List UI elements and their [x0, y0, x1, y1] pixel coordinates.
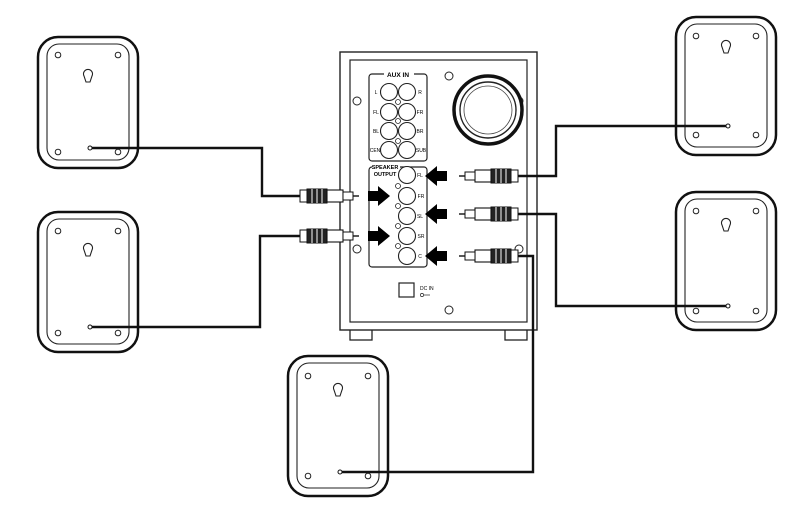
aux-in-panel: AUX IN L R FL FR BL BR CEN SUB: [368, 70, 428, 162]
speaker-screw: [692, 32, 700, 40]
panel-screw: [352, 96, 362, 106]
speaker-screw: [752, 307, 760, 315]
aux-label-sub: SUB: [416, 148, 427, 154]
speaker-screw: [752, 32, 760, 40]
speaker-screw: [304, 372, 312, 380]
aux-label-r: R: [418, 90, 422, 96]
speaker-output-title-2: OUTPUT: [374, 172, 397, 178]
speaker-screw: [54, 51, 62, 59]
panel-screw: [514, 244, 524, 254]
speaker-screw: [54, 329, 62, 337]
speaker-screw: [54, 148, 62, 156]
aux-label-cen: CEN: [370, 148, 381, 154]
dc-polarity-icon: [420, 293, 424, 297]
rca-plug-rear-right: [459, 206, 519, 222]
cable-rear-left: [90, 234, 300, 329]
aux-label-br: BR: [417, 129, 424, 135]
rca-plug-rear-left: [299, 228, 359, 244]
output-jack-fr: [397, 186, 417, 206]
arrow-right-icon: [368, 226, 390, 246]
aux-label-fl: FL: [373, 110, 379, 116]
aux-jack-sub: [397, 140, 417, 160]
aux-jack-l: [379, 82, 399, 102]
rca-plug-front-right: [459, 168, 519, 184]
speaker-screw: [752, 131, 760, 139]
aux-jack-cen: [379, 140, 399, 160]
aux-jack-br: [397, 121, 417, 141]
dc-in-port: DC IN: [398, 282, 434, 298]
keyhole-mount-icon: [720, 39, 732, 54]
aux-label-l: L: [375, 90, 378, 96]
aux-jack-r: [397, 82, 417, 102]
speaker-rear-left: [36, 210, 140, 354]
output-jack-sr: [397, 226, 417, 246]
output-label-sr: SR: [418, 234, 425, 240]
aux-label-bl: BL: [373, 129, 379, 135]
output-label-fr: FR: [418, 194, 425, 200]
speaker-screw: [752, 207, 760, 215]
rca-plug-front-left: [299, 188, 359, 204]
aux-jack-fl: [379, 102, 399, 122]
speaker-screw: [114, 329, 122, 337]
keyhole-mount-icon: [720, 217, 732, 232]
arrow-left-icon: [425, 204, 447, 224]
arrow-left-icon: [425, 166, 447, 186]
aux-in-title: AUX IN: [387, 72, 409, 79]
output-label-sl: SL: [417, 214, 423, 220]
output-label-fl: FL: [417, 173, 423, 179]
cable-center: [340, 254, 535, 474]
arrow-left-icon: [425, 246, 447, 266]
speaker-output-panel: SPEAKER OUTPUT FL FR SL SR C: [368, 162, 428, 268]
speaker-screw: [114, 51, 122, 59]
output-jack-sl: [397, 206, 417, 226]
bass-port-inner: [463, 85, 513, 135]
speaker-center: [286, 354, 390, 498]
speaker-screw: [692, 131, 700, 139]
speaker-screw: [114, 227, 122, 235]
aux-jack-fr: [397, 102, 417, 122]
output-jack-fl: [397, 165, 417, 185]
cable-rear-right: [518, 212, 728, 308]
speaker-screw: [692, 207, 700, 215]
cable-front-left: [90, 146, 300, 198]
speaker-front-right: [674, 15, 778, 157]
keyhole-mount-icon: [82, 242, 94, 257]
keyhole-mount-icon: [82, 68, 94, 83]
panel-screw: [352, 244, 362, 254]
keyhole-mount-icon: [332, 382, 344, 397]
subwoofer-unit: AUX IN L R FL FR BL BR CEN SUB SPEAKER: [339, 51, 538, 341]
dc-in-label: DC IN: [420, 286, 434, 292]
speaker-front-left: [36, 35, 140, 170]
speaker-output-title-1: SPEAKER: [372, 165, 399, 171]
output-jack-c: [397, 246, 417, 266]
speaker-rear-right: [674, 190, 778, 332]
panel-screw: [444, 71, 454, 81]
arrow-right-icon: [368, 186, 390, 206]
panel-screw: [444, 305, 454, 315]
speaker-screw: [692, 307, 700, 315]
speaker-screw: [54, 227, 62, 235]
rca-plug-center: [459, 248, 519, 264]
output-label-c: C: [418, 254, 422, 260]
speaker-screw: [364, 372, 372, 380]
aux-jack-bl: [379, 121, 399, 141]
aux-label-fr: FR: [417, 110, 424, 116]
speaker-screw: [304, 472, 312, 480]
bass-port-ring: [459, 81, 517, 139]
cable-front-right: [518, 124, 728, 178]
